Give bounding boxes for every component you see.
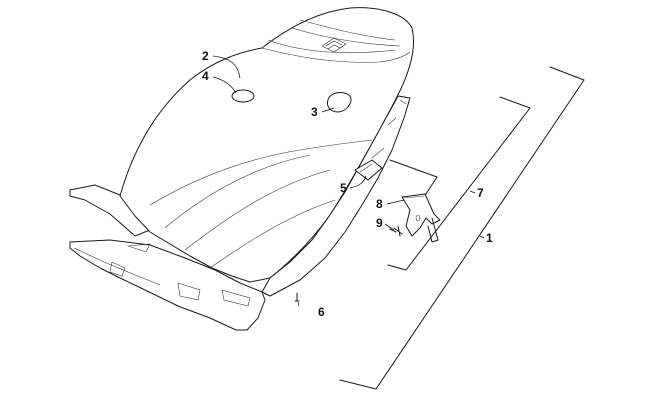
hardware-illustration [389, 193, 441, 243]
bracket-part-5 [354, 159, 383, 181]
handle-part-3 [327, 92, 352, 113]
callout-5: 5 [340, 181, 347, 195]
callout-4: 4 [202, 69, 209, 83]
leader-lines [212, 55, 485, 307]
plate-part-8 [401, 193, 441, 237]
seat-illustration [69, 7, 415, 331]
callout-1: 1 [486, 231, 493, 245]
screw-part-9 [389, 225, 403, 237]
bracket-group-7 [387, 96, 531, 271]
callout-9: 9 [376, 216, 383, 230]
callout-7: 7 [477, 186, 484, 200]
grommet-part-4 [231, 89, 255, 103]
pin-part-6 [294, 292, 300, 302]
callout-6: 6 [318, 305, 325, 319]
bracket-group-1 [339, 66, 585, 390]
callout-3: 3 [311, 105, 318, 119]
logo-emblem [321, 37, 347, 53]
callout-2: 2 [202, 49, 209, 63]
callout-8: 8 [376, 197, 383, 211]
